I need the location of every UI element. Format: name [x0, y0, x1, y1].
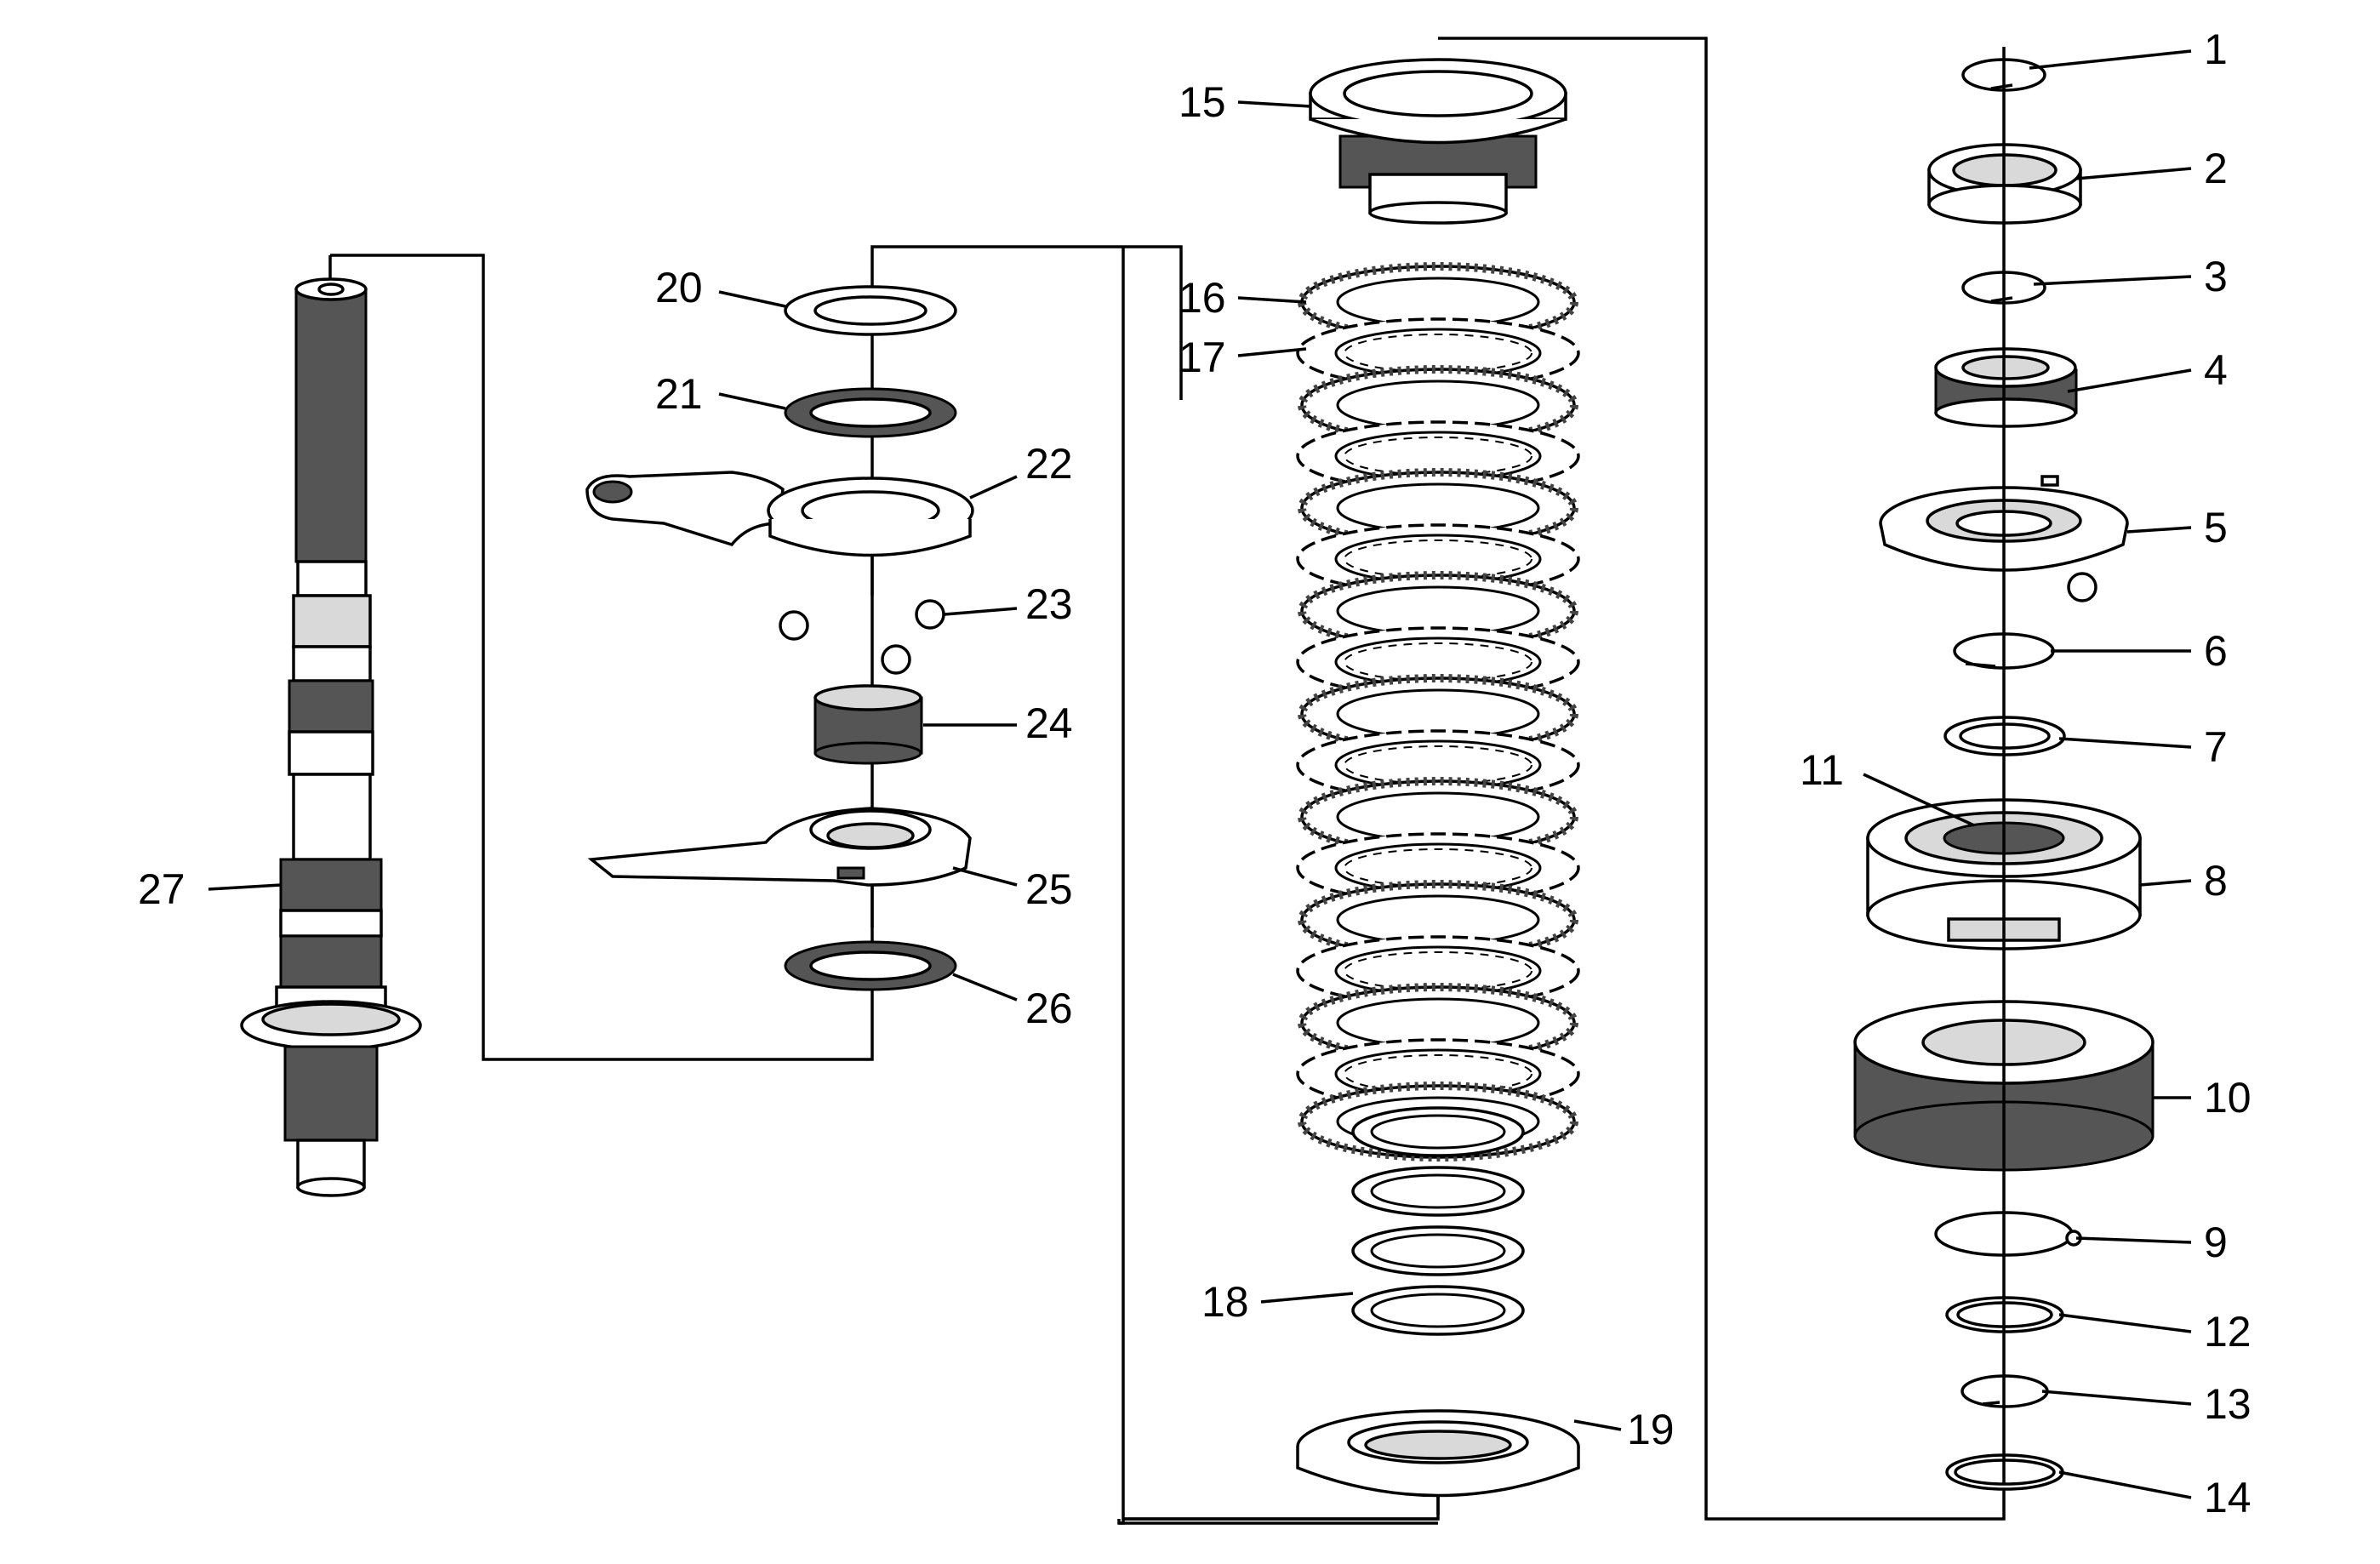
callout-27: 27	[138, 865, 185, 913]
callout-22: 22	[1025, 440, 1073, 488]
roller-bearing-24	[813, 684, 923, 765]
callout-8: 8	[2204, 857, 2228, 905]
callout-23: 23	[1025, 580, 1073, 628]
callout-2: 2	[2204, 145, 2228, 192]
steel-plate	[1296, 832, 1580, 904]
steel-plate	[1296, 420, 1580, 492]
balls-23	[779, 599, 945, 675]
callout-26: 26	[1025, 985, 1073, 1032]
friction-plate	[1298, 983, 1578, 1063]
wave-washer	[1351, 1166, 1525, 1217]
callout-19: 19	[1627, 1406, 1675, 1453]
callout-6: 6	[2204, 627, 2228, 675]
callout-21: 21	[655, 370, 703, 418]
callout-1: 1	[2204, 26, 2228, 73]
callout-17: 17	[1179, 334, 1226, 381]
actuator-lever-25	[587, 807, 972, 887]
callout-10: 10	[2204, 1074, 2252, 1122]
callout-12: 12	[2204, 1308, 2252, 1356]
callout-11: 11	[1800, 746, 1844, 794]
actuator-lever-22	[585, 471, 974, 557]
wave-washer	[1351, 1106, 1525, 1157]
snap-ring-9	[1934, 1211, 2082, 1257]
steel-plate	[1296, 626, 1580, 698]
callout-4: 4	[2204, 346, 2228, 394]
connector-lines	[330, 37, 2006, 1525]
steel-plate	[1296, 317, 1580, 389]
callout-9: 9	[2204, 1219, 2228, 1266]
thrust-bearing-21	[784, 387, 957, 438]
callout-25: 25	[1025, 865, 1073, 913]
output-shaft-27	[240, 255, 422, 1197]
steel-plate	[1296, 523, 1580, 595]
callout-20: 20	[655, 264, 703, 311]
hub-4	[1934, 347, 2078, 428]
thrust-bearing-26	[784, 940, 957, 991]
callout-18: 18	[1201, 1278, 1249, 1326]
clutch-housing-15	[1309, 58, 1567, 225]
leader-lines	[208, 49, 2192, 1499]
callout-5: 5	[2204, 504, 2228, 551]
wave-washers-18	[1351, 1106, 1525, 1336]
clutch-plate-stack	[1296, 262, 1580, 1162]
callout-24: 24	[1025, 699, 1073, 747]
callout-14: 14	[2204, 1474, 2252, 1521]
wave-washer	[1351, 1285, 1525, 1336]
callout-numbers: 1 2 3 4 5 6 7 8 9 10 11 12 13 14 15 16 1…	[138, 26, 2252, 1521]
washer-20	[784, 285, 957, 336]
wave-washer	[1351, 1225, 1525, 1276]
callout-7: 7	[2204, 723, 2228, 771]
callout-15: 15	[1179, 78, 1226, 126]
pressure-plate-19	[1296, 1409, 1580, 1498]
callout-16: 16	[1179, 274, 1226, 322]
callout-3: 3	[2204, 253, 2228, 300]
callout-13: 13	[2204, 1380, 2252, 1428]
